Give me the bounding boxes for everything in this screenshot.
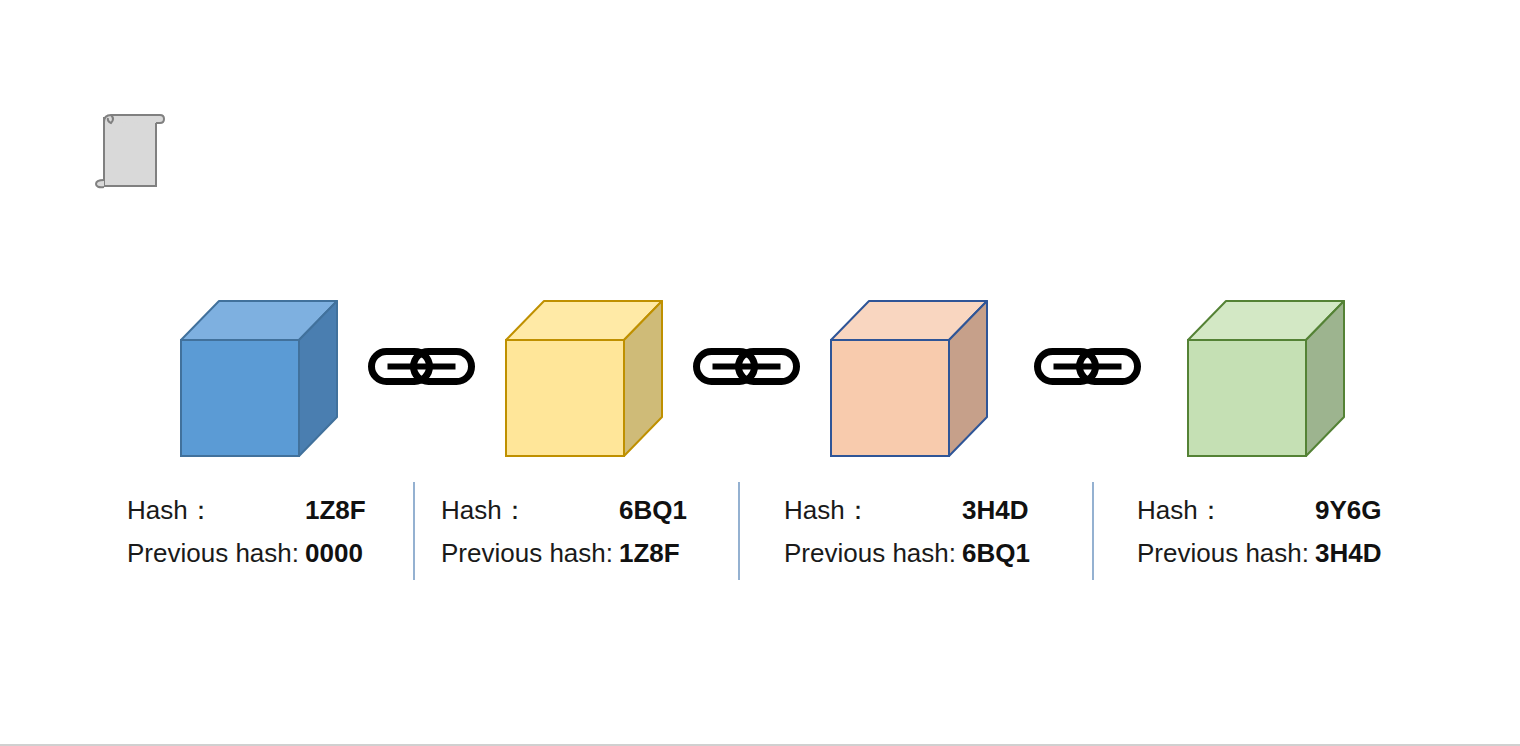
- hash-value: 6BQ1: [962, 536, 1030, 570]
- hash-label: Hash：: [784, 493, 871, 527]
- hash-label: Hash：: [1137, 493, 1224, 527]
- hash-value: 9Y6G: [1315, 493, 1382, 527]
- separator-line: [738, 482, 739, 580]
- block-cube: [1187, 300, 1345, 457]
- hash-value: 3H4D: [1315, 536, 1381, 570]
- hash-label: Hash：: [441, 493, 528, 527]
- hash-label: Previous hash:: [1137, 536, 1309, 570]
- block-node: Hash： 3H4DPrevious hash:6BQ1: [784, 300, 1034, 580]
- hash-value: 3H4D: [962, 493, 1028, 527]
- block-node: Hash： 6BQ1Previous hash:1Z8F: [441, 300, 691, 580]
- hash-value: 1Z8F: [619, 536, 680, 570]
- chain-link: [1038, 352, 1138, 382]
- hash-value: 0000: [305, 536, 363, 570]
- hash-value: 6BQ1: [619, 493, 687, 527]
- block-cube: [830, 300, 988, 457]
- block-node: Hash： 9Y6GPrevious hash:3H4D: [1137, 300, 1386, 580]
- scroll-icon: [96, 115, 164, 187]
- chain-link: [372, 352, 472, 382]
- chain-link: [697, 352, 797, 382]
- hash-label: Hash：: [127, 493, 214, 527]
- hash-label: Previous hash:: [441, 536, 613, 570]
- bottom-rule: [0, 744, 1520, 746]
- block-cube: [505, 300, 663, 457]
- hash-label: Previous hash:: [127, 536, 299, 570]
- separator-line: [413, 482, 414, 580]
- block-node: Hash： 1Z8FPrevious hash:0000: [127, 300, 370, 580]
- hash-value: 1Z8F: [305, 493, 366, 527]
- separator-line: [1092, 482, 1093, 580]
- block-cube: [180, 300, 338, 457]
- hash-label: Previous hash:: [784, 536, 956, 570]
